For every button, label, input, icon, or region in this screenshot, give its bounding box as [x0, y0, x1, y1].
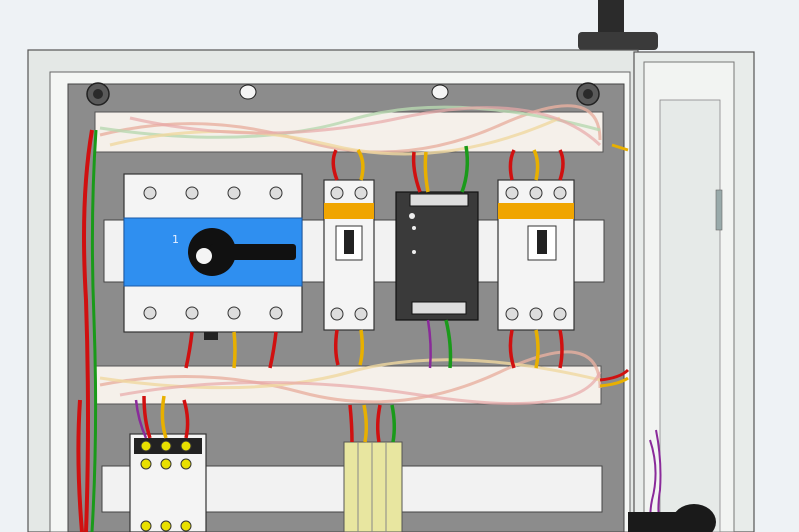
breaker-left — [323, 149, 375, 366]
enclosure-door — [633, 51, 755, 532]
cable-gland — [578, 0, 658, 50]
door-connector — [628, 504, 716, 532]
top-wire-duct — [94, 104, 604, 156]
left-vertical-wires — [76, 129, 630, 532]
power-supply — [395, 145, 479, 369]
terminal-block — [343, 404, 403, 532]
middle-wire-duct — [94, 350, 602, 406]
relay — [129, 395, 207, 532]
main-switch-wires — [184, 331, 278, 369]
switch-handle — [210, 244, 296, 260]
mounting-bolts — [86, 82, 600, 106]
breaker-right — [497, 149, 575, 369]
main-switch: 1 — [123, 173, 303, 340]
switch-position-label: 1 — [172, 233, 179, 246]
